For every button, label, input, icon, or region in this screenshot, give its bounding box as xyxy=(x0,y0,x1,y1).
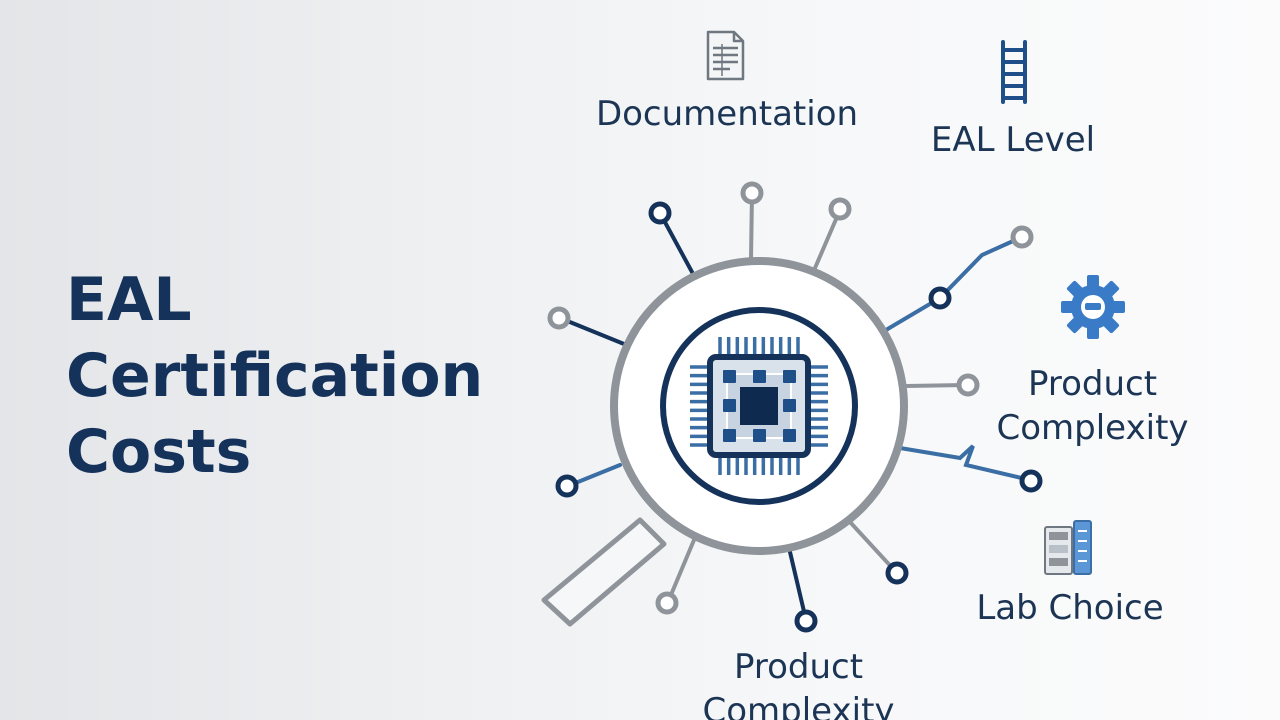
label-product-complexity-right: Product Complexity xyxy=(980,362,1205,450)
connector-node xyxy=(794,609,818,633)
connector-nodes xyxy=(547,181,1043,633)
connector-node xyxy=(1019,469,1043,493)
ladder-icon xyxy=(1001,40,1027,104)
label-product-complexity-bottom: Product Complexity xyxy=(686,645,911,720)
document-icon xyxy=(706,30,745,81)
connector-line xyxy=(848,520,898,574)
microchip-icon xyxy=(690,337,828,475)
connector-node xyxy=(648,201,672,225)
label-product-complexity-bottom-line-1: Product xyxy=(733,647,864,687)
connector-line xyxy=(904,383,968,388)
connector-line xyxy=(558,316,626,346)
connector-line xyxy=(898,444,1032,482)
connector-node xyxy=(928,286,952,310)
magnifying-glass-icon xyxy=(541,517,667,627)
label-documentation: Documentation xyxy=(595,94,859,134)
title-line-2: Certification xyxy=(66,341,484,411)
server-rack-icon xyxy=(1044,520,1092,575)
title-line-1: EAL xyxy=(66,265,192,335)
gear-icon xyxy=(1061,275,1125,339)
label-product-complexity-right-line-1: Product xyxy=(1027,364,1158,404)
connector-node xyxy=(547,306,571,330)
label-product-complexity-right-line-2: Complexity xyxy=(996,408,1189,448)
title-line-3: Costs xyxy=(66,417,252,487)
connector-node xyxy=(828,197,852,221)
connector-line xyxy=(788,550,808,622)
connector-node xyxy=(740,181,764,205)
connector-line xyxy=(884,235,1024,332)
label-product-complexity-bottom-line-2: Complexity xyxy=(702,691,895,720)
connector-line xyxy=(666,538,696,604)
diagram-title: EAL Certification Costs xyxy=(66,262,483,490)
connector-node xyxy=(885,561,909,585)
connector-node xyxy=(1010,225,1034,249)
label-lab-choice: Lab Choice xyxy=(976,588,1164,628)
connector-node xyxy=(956,373,980,397)
connector-node xyxy=(555,474,579,498)
connector-node xyxy=(655,591,679,615)
label-eal-level: EAL Level xyxy=(930,120,1096,160)
